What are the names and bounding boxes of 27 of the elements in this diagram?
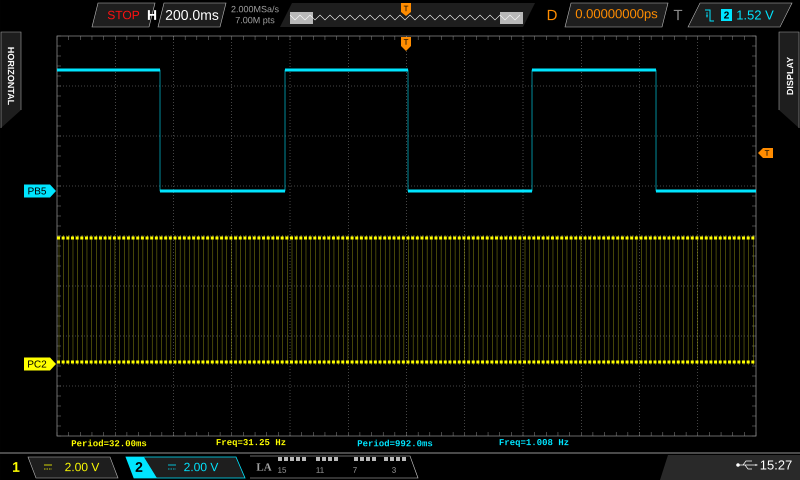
label: 7 — [353, 467, 357, 473]
label: 2 — [136, 462, 142, 472]
scale-letter: H — [148, 10, 156, 20]
measurement-readout: Period=32.00ms — [72, 440, 146, 446]
channel-scale-box: 2.00 V — [28, 456, 118, 478]
channel-label: PB5 — [24, 184, 56, 198]
side-tab: DISPLAY — [778, 32, 800, 128]
status-panel: 15:27 — [660, 455, 800, 480]
measurement-readout: Period=992.0ms — [358, 440, 432, 446]
trigger-box: 2 1.52 V — [688, 2, 792, 28]
logic-analyzer-box: LA 15 11 7 3 — [250, 456, 418, 478]
label: 11 — [316, 467, 324, 473]
memory-depth: 7.00M pts — [236, 16, 274, 26]
label: 15 — [278, 467, 286, 473]
timebase-box: 200.0ms — [158, 2, 226, 28]
trigger-letter: T — [674, 10, 682, 20]
side-tab: HORIZONTAL — [0, 32, 22, 128]
label: 3 — [392, 467, 396, 473]
delay-letter: D — [548, 10, 557, 20]
measurement-readout: Freq=1.008 Hz — [500, 439, 568, 447]
sample-rate: 2.000MSa/s — [231, 6, 279, 12]
channel-number: 1 — [13, 462, 20, 472]
channel-label: PC2 — [24, 358, 56, 370]
label: 2.00 V — [184, 462, 218, 472]
label: LA — [256, 463, 272, 471]
delay-box: 0.00000000ps — [564, 2, 668, 28]
measurement-readout: Freq=31.25 Hz — [216, 439, 286, 447]
